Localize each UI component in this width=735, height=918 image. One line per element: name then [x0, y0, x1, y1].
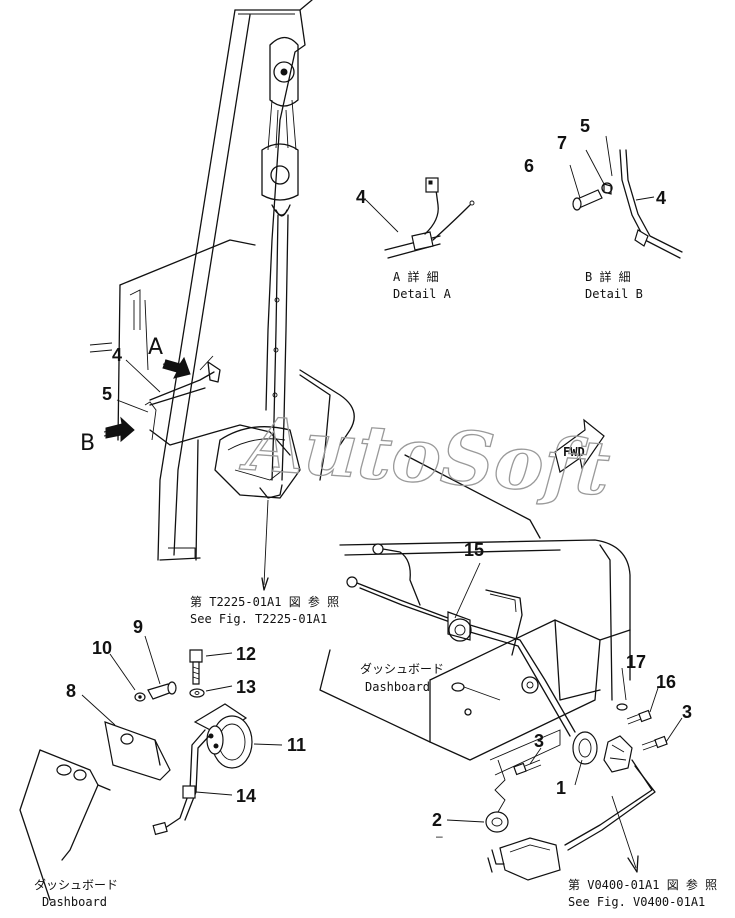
chain-pulley-assembly: [261, 36, 299, 481]
bolt-part-16: [626, 709, 652, 725]
callout-4-mast: 4: [112, 345, 122, 365]
callout-16: 16: [656, 672, 676, 692]
callout-14: 14: [236, 786, 256, 806]
fwd-sign: FWD: [554, 418, 605, 473]
callout-1: 1: [556, 778, 566, 798]
callout-5-detail-b: 5: [580, 116, 590, 136]
detail-a-caption-en: Detail A: [393, 287, 452, 301]
view-arrow-b: [103, 416, 135, 443]
bolt-part-3-right: [641, 735, 668, 751]
reference-t2225-jp: 第 T2225-01A1 図 参 照: [190, 594, 339, 609]
callout-6: 6: [524, 156, 534, 176]
callout-7: 7: [557, 133, 567, 153]
washer-part-13: [189, 688, 205, 698]
key-part-2: [485, 759, 509, 833]
bolt-part-12: [189, 649, 203, 685]
bolt-part-3-left: [513, 759, 542, 776]
dashboard-label-jp-right: ダッシュボード: [360, 661, 444, 676]
callout-4-detail-b: 4: [656, 188, 666, 208]
reference-v0400-en: See Fig. V0400-01A1: [568, 895, 705, 909]
wire-harness-dashboard: [346, 543, 576, 737]
callout-3-left: 3: [534, 731, 544, 751]
dashboard-label-en-left: Dashboard: [42, 895, 107, 909]
callout-2: 2: [432, 810, 442, 830]
wire-harness-mast: [149, 355, 291, 456]
hourmeter-part-11: [193, 703, 253, 769]
dashboard-body: [319, 454, 631, 776]
callout-10: 10: [92, 638, 112, 658]
dashboard-label-en-right: Dashboard: [365, 680, 430, 694]
connector-plug: [487, 837, 561, 881]
callout-9: 9: [133, 617, 143, 637]
detail-b-caption-en: Detail B: [585, 287, 643, 301]
bracket-part-8: [19, 721, 171, 901]
view-label-b: B: [80, 431, 95, 456]
detail-b-drawing: [572, 149, 683, 259]
washer-part-17: [616, 703, 628, 711]
fwd-text: FWD: [563, 445, 585, 459]
dashboard-label-jp-left: ダッシュボード: [34, 877, 118, 892]
callout-13: 13: [236, 677, 256, 697]
mast-assembly: [157, 0, 313, 561]
svg-text:–: –: [436, 829, 443, 843]
view-label-a: A: [148, 335, 163, 360]
callout-3-right: 3: [682, 702, 692, 722]
washer-part-10: [134, 692, 146, 702]
view-arrow-a: [162, 356, 191, 379]
truck-body: [89, 239, 355, 499]
key-switch-part-1: [564, 731, 656, 851]
leader-lines: [81, 135, 683, 873]
callout-4-detail-a: 4: [356, 187, 366, 207]
callout-15: 15: [464, 540, 484, 560]
wire-part-14: [152, 729, 211, 836]
callout-11: 11: [287, 735, 306, 755]
bolt-part-9: [147, 681, 177, 700]
detail-a-drawing: [384, 177, 475, 259]
reference-v0400-jp: 第 V0400-01A1 図 参 照: [568, 877, 717, 892]
watermark: AutoSoft: [238, 401, 613, 513]
callout-12: 12: [236, 644, 256, 664]
detail-a-caption-jp: A 詳 細: [393, 269, 439, 284]
callout-5-mast: 5: [102, 384, 112, 404]
callout-8: 8: [66, 681, 76, 701]
callout-17: 17: [626, 652, 646, 672]
detail-b-caption-jp: B 詳 細: [585, 269, 631, 284]
reference-t2225-en: See Fig. T2225-01A1: [190, 612, 327, 626]
